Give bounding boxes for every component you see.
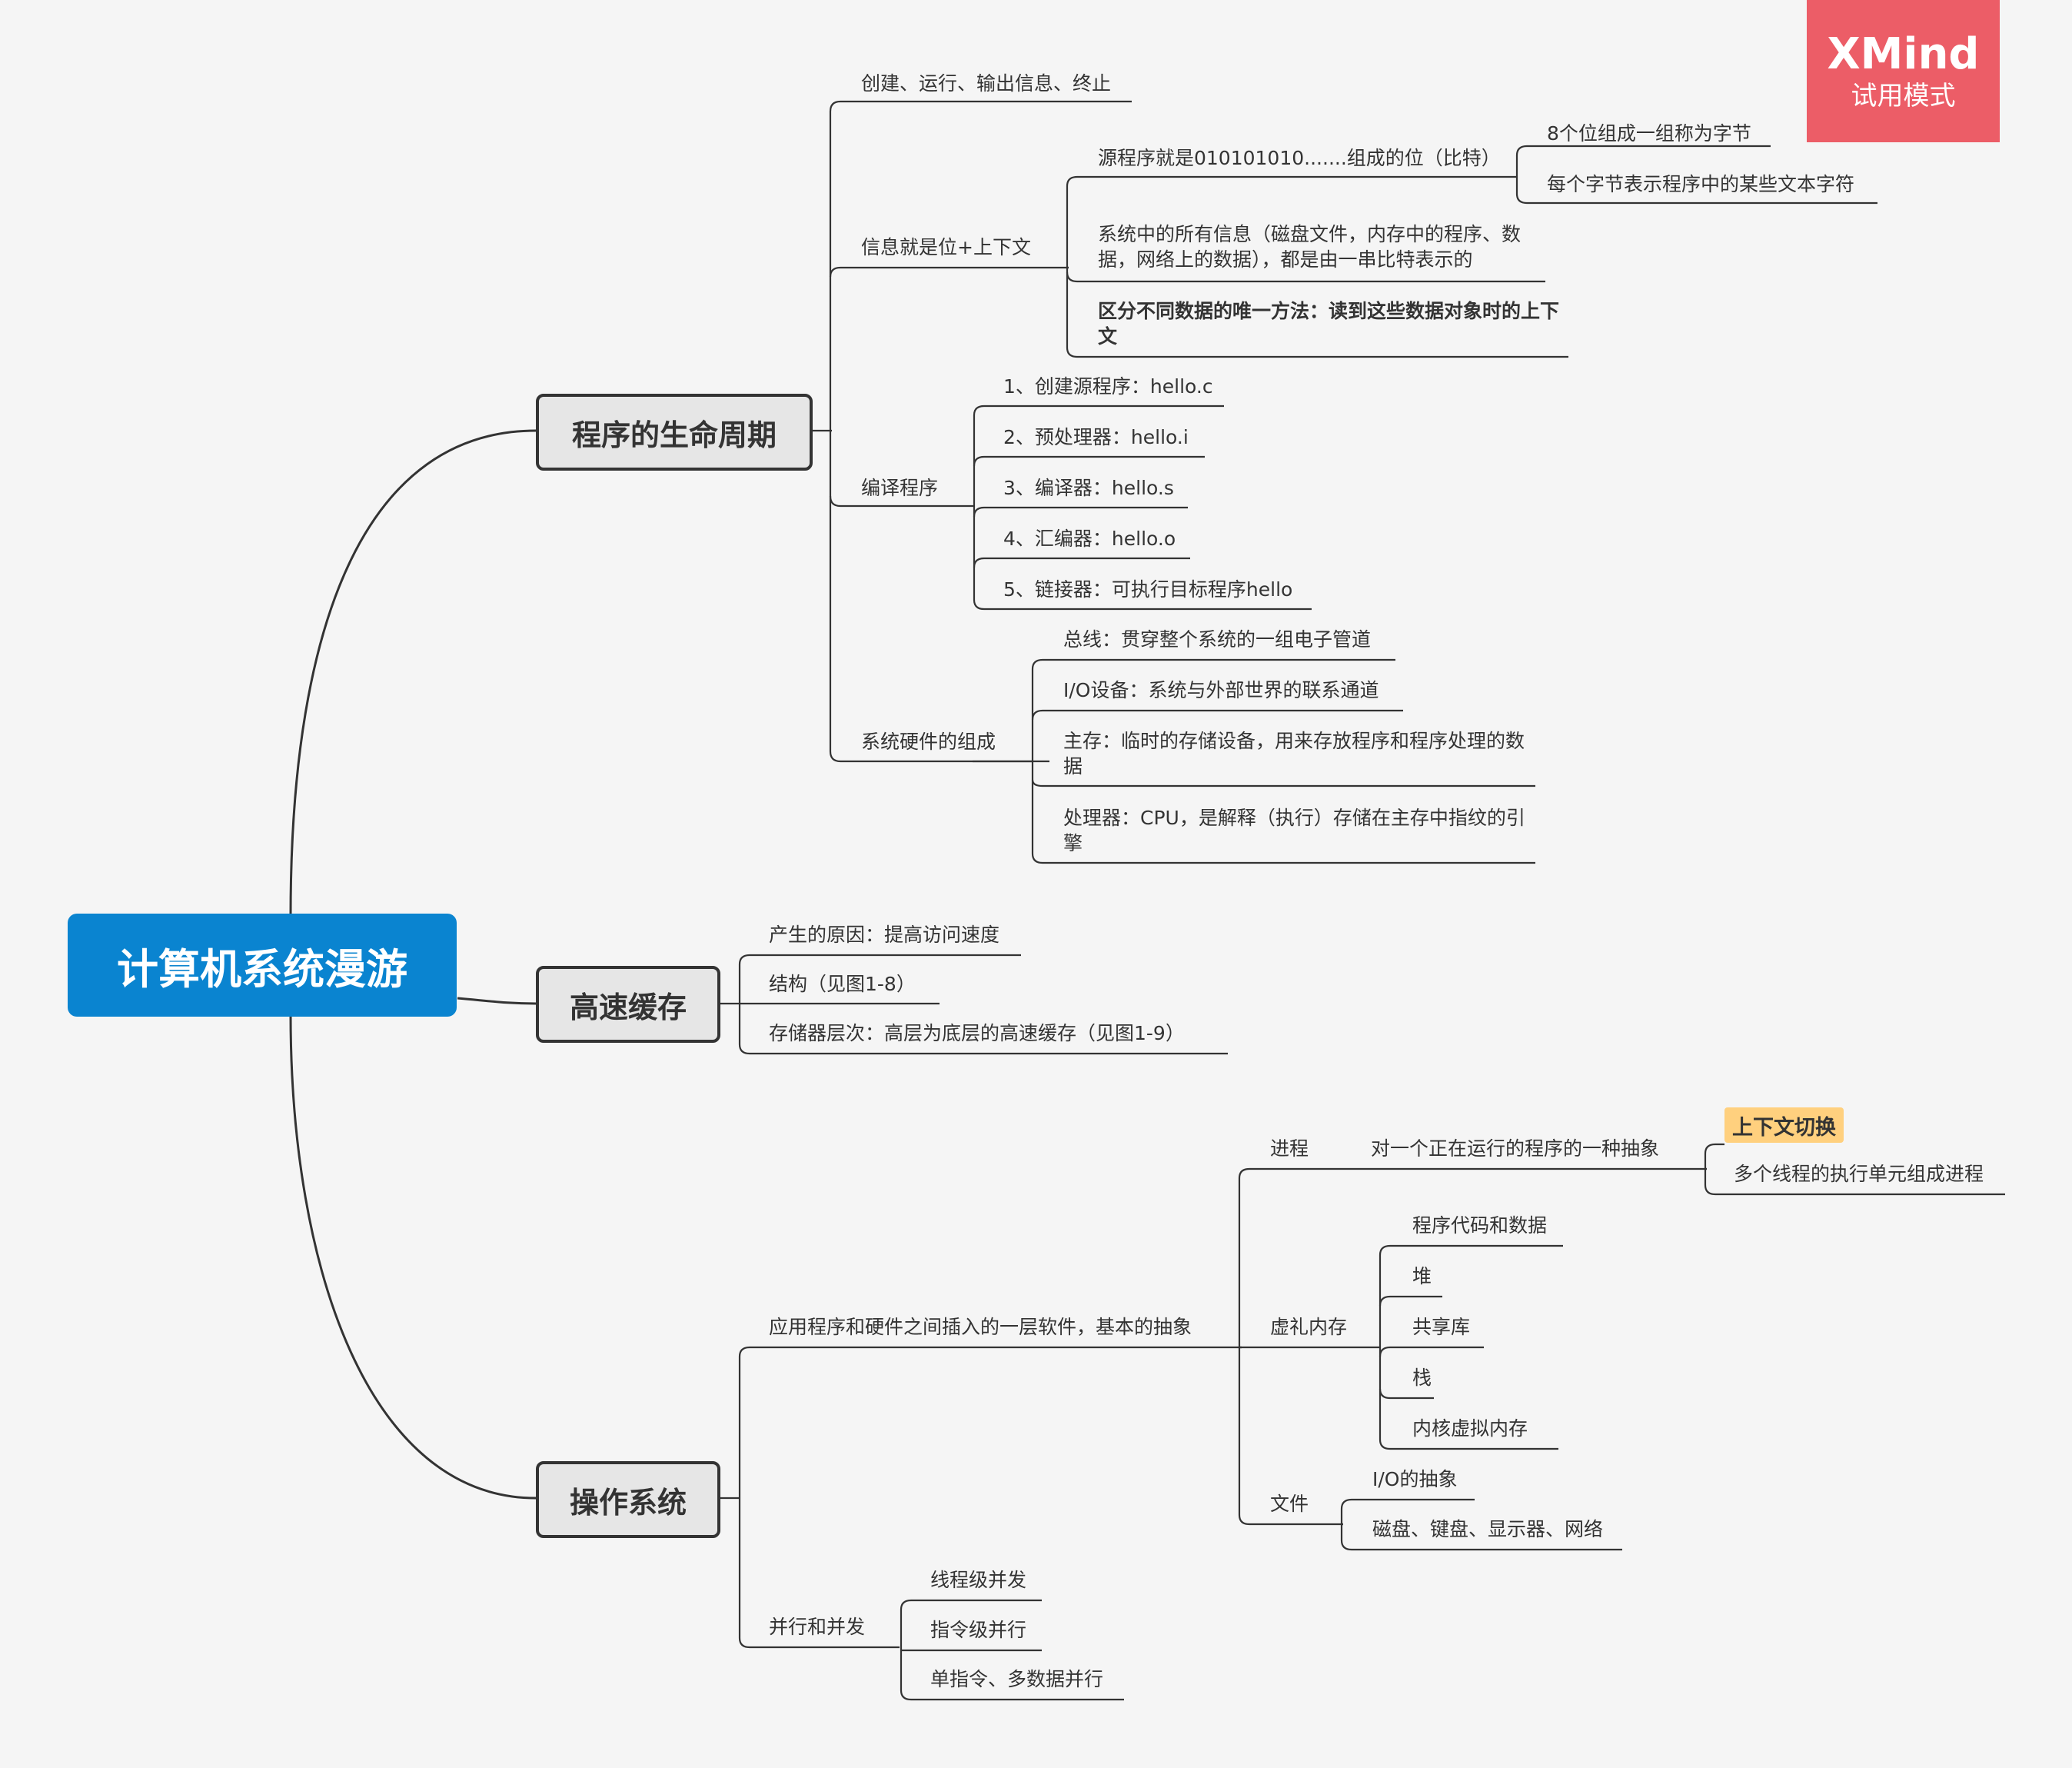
vm-item[interactable]: 程序代码和数据	[1412, 1214, 1548, 1237]
vm-item[interactable]: 共享库	[1412, 1316, 1471, 1338]
topic-cache[interactable]: 高速缓存	[536, 966, 720, 1043]
subtopic-source[interactable]: 源程序就是010101010.......组成的位（比特）	[1098, 147, 1501, 169]
vm-item[interactable]: 内核虚拟内存	[1412, 1417, 1528, 1440]
topic-os[interactable]: 操作系统	[536, 1461, 720, 1538]
topic-cache-label: 高速缓存	[569, 990, 687, 1024]
hardware-item[interactable]: 主存：临时的存储设备，用来存放程序和程序处理的数据	[1063, 730, 1525, 777]
topic-lifecycle-label: 程序的生命周期	[571, 418, 777, 452]
subtopic-abstraction[interactable]: 应用程序和硬件之间插入的一层软件，基本的抽象	[769, 1316, 1192, 1338]
process-desc[interactable]: 对一个正在运行的程序的一种抽象	[1371, 1137, 1660, 1160]
compile-step[interactable]: 2、预处理器：hello.i	[1003, 426, 1189, 448]
subtopic-vm[interactable]: 虚礼内存	[1270, 1316, 1348, 1338]
vm-item[interactable]: 栈	[1412, 1367, 1432, 1389]
subtopic-compile[interactable]: 编译程序	[861, 477, 939, 499]
root-topic-label: 计算机系统漫游	[117, 944, 407, 994]
hardware-item[interactable]: 总线：贯穿整个系统的一组电子管道	[1063, 628, 1372, 651]
compile-step[interactable]: 4、汇编器：hello.o	[1003, 528, 1176, 550]
subtopic-hardware[interactable]: 系统硬件的组成	[861, 731, 996, 753]
compile-step[interactable]: 3、编译器：hello.s	[1003, 477, 1174, 499]
process-threads[interactable]: 多个线程的执行单元组成进程	[1734, 1163, 1984, 1185]
subtopic-parallel[interactable]: 并行和并发	[769, 1616, 866, 1638]
vm-item[interactable]: 堆	[1412, 1265, 1432, 1287]
context-switch-badge[interactable]: 上下文切换	[1724, 1107, 1844, 1143]
subtopic-distinguish[interactable]: 区分不同数据的唯一方法：读到这些数据对象时的上下文	[1098, 300, 1560, 348]
compile-step[interactable]: 1、创建源程序：hello.c	[1003, 375, 1213, 398]
parallel-item[interactable]: 单指令、多数据并行	[930, 1668, 1104, 1690]
subtopic-process[interactable]: 进程	[1270, 1137, 1309, 1160]
subtopic-info[interactable]: 信息就是位+上下文	[861, 236, 1031, 258]
xmind-logo: XMind	[1827, 28, 1980, 79]
topic-lifecycle[interactable]: 程序的生命周期	[536, 394, 813, 471]
parallel-item[interactable]: 线程级并发	[930, 1569, 1027, 1591]
subtopic-file[interactable]: 文件	[1270, 1493, 1309, 1515]
root-topic[interactable]: 计算机系统漫游	[68, 914, 457, 1017]
hardware-item[interactable]: I/O设备：系统与外部世界的联系通道	[1063, 679, 1379, 701]
file-item[interactable]: 磁盘、键盘、显示器、网络	[1372, 1518, 1604, 1540]
topic-os-label: 操作系统	[569, 1485, 687, 1520]
xmind-watermark: XMind 试用模式	[1807, 0, 2000, 142]
subtopic-create[interactable]: 创建、运行、输出信息、终止	[861, 72, 1112, 95]
subtopic-all-info[interactable]: 系统中的所有信息（磁盘文件，内存中的程序、数据，网络上的数据），都是由一串比特表…	[1098, 223, 1522, 271]
cache-item[interactable]: 存储器层次：高层为底层的高速缓存（见图1-9）	[769, 1022, 1185, 1044]
parallel-item[interactable]: 指令级并行	[930, 1619, 1027, 1641]
hardware-item[interactable]: 处理器：CPU，是解释（执行）存储在主存中指纹的引擎	[1063, 807, 1525, 854]
cache-item[interactable]: 产生的原因：提高访问速度	[769, 924, 1000, 946]
file-item[interactable]: I/O的抽象	[1372, 1468, 1458, 1490]
cache-item[interactable]: 结构（见图1-8）	[769, 973, 916, 995]
subtopic-byte-group[interactable]: 8个位组成一组称为字节	[1547, 122, 1751, 145]
trial-mode-label: 试用模式	[1851, 80, 1956, 112]
subtopic-byte-char[interactable]: 每个字节表示程序中的某些文本字符	[1547, 173, 1855, 195]
context-switch-label: 上下文切换	[1732, 1115, 1836, 1140]
compile-step[interactable]: 5、链接器：可执行目标程序hello	[1003, 578, 1293, 601]
